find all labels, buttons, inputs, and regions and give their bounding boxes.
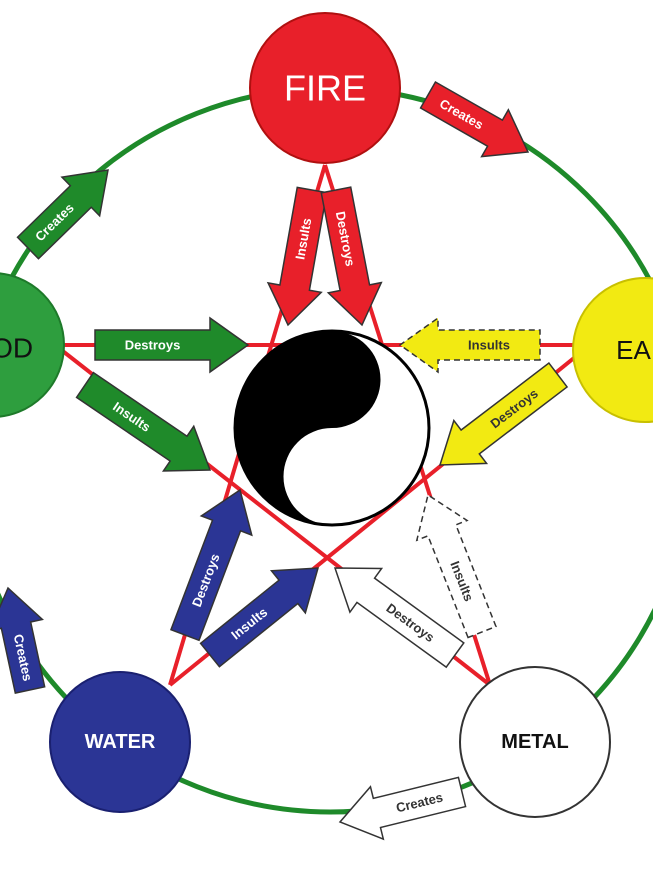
arrow-label: Insults xyxy=(292,217,314,261)
arrow-destroys: Destroys xyxy=(320,186,383,327)
arrow-label: Destroys xyxy=(125,338,181,353)
arrow-destroys: Destroys xyxy=(94,316,250,374)
arrow-shape xyxy=(415,493,497,639)
arrow-insults: Insults xyxy=(415,493,497,639)
arrow-insults: Insults xyxy=(75,371,212,472)
element-fire: FIRE xyxy=(249,12,401,164)
arrow-shape xyxy=(333,567,465,669)
arrow-shape xyxy=(0,586,46,695)
arrow-insults: Insults xyxy=(266,186,328,327)
yin-yang-icon xyxy=(233,329,431,527)
wood-label: WOOD xyxy=(0,333,33,364)
arrow-shape xyxy=(338,776,467,841)
element-wood: WOOD xyxy=(0,272,65,418)
arrow-shape xyxy=(94,316,250,374)
arrow-shape xyxy=(170,488,253,642)
fire-label: FIRE xyxy=(284,68,366,109)
arrow-shape xyxy=(320,186,383,327)
arrow-shape xyxy=(419,80,530,158)
arrow-shape xyxy=(199,567,320,668)
earth-label: EARTH xyxy=(616,335,653,365)
arrow-shape xyxy=(75,371,212,472)
arrow-creates: Creates xyxy=(0,586,46,695)
arrow-label: Insults xyxy=(468,338,510,353)
arrow-insults: Insults xyxy=(398,316,541,374)
arrow-destroys: Destroys xyxy=(438,362,569,466)
element-water: WATER xyxy=(49,671,191,813)
arrow-creates: Creates xyxy=(419,80,530,158)
water-label: WATER xyxy=(85,731,156,753)
metal-label: METAL xyxy=(501,731,568,753)
arrow-shape xyxy=(266,186,328,327)
arrow-shape xyxy=(16,169,109,260)
element-metal: METAL xyxy=(459,666,611,818)
arrow-shape xyxy=(398,316,541,374)
arrow-shape xyxy=(438,362,569,466)
arrow-creates: Creates xyxy=(338,776,467,841)
element-earth: EARTH xyxy=(572,277,653,423)
